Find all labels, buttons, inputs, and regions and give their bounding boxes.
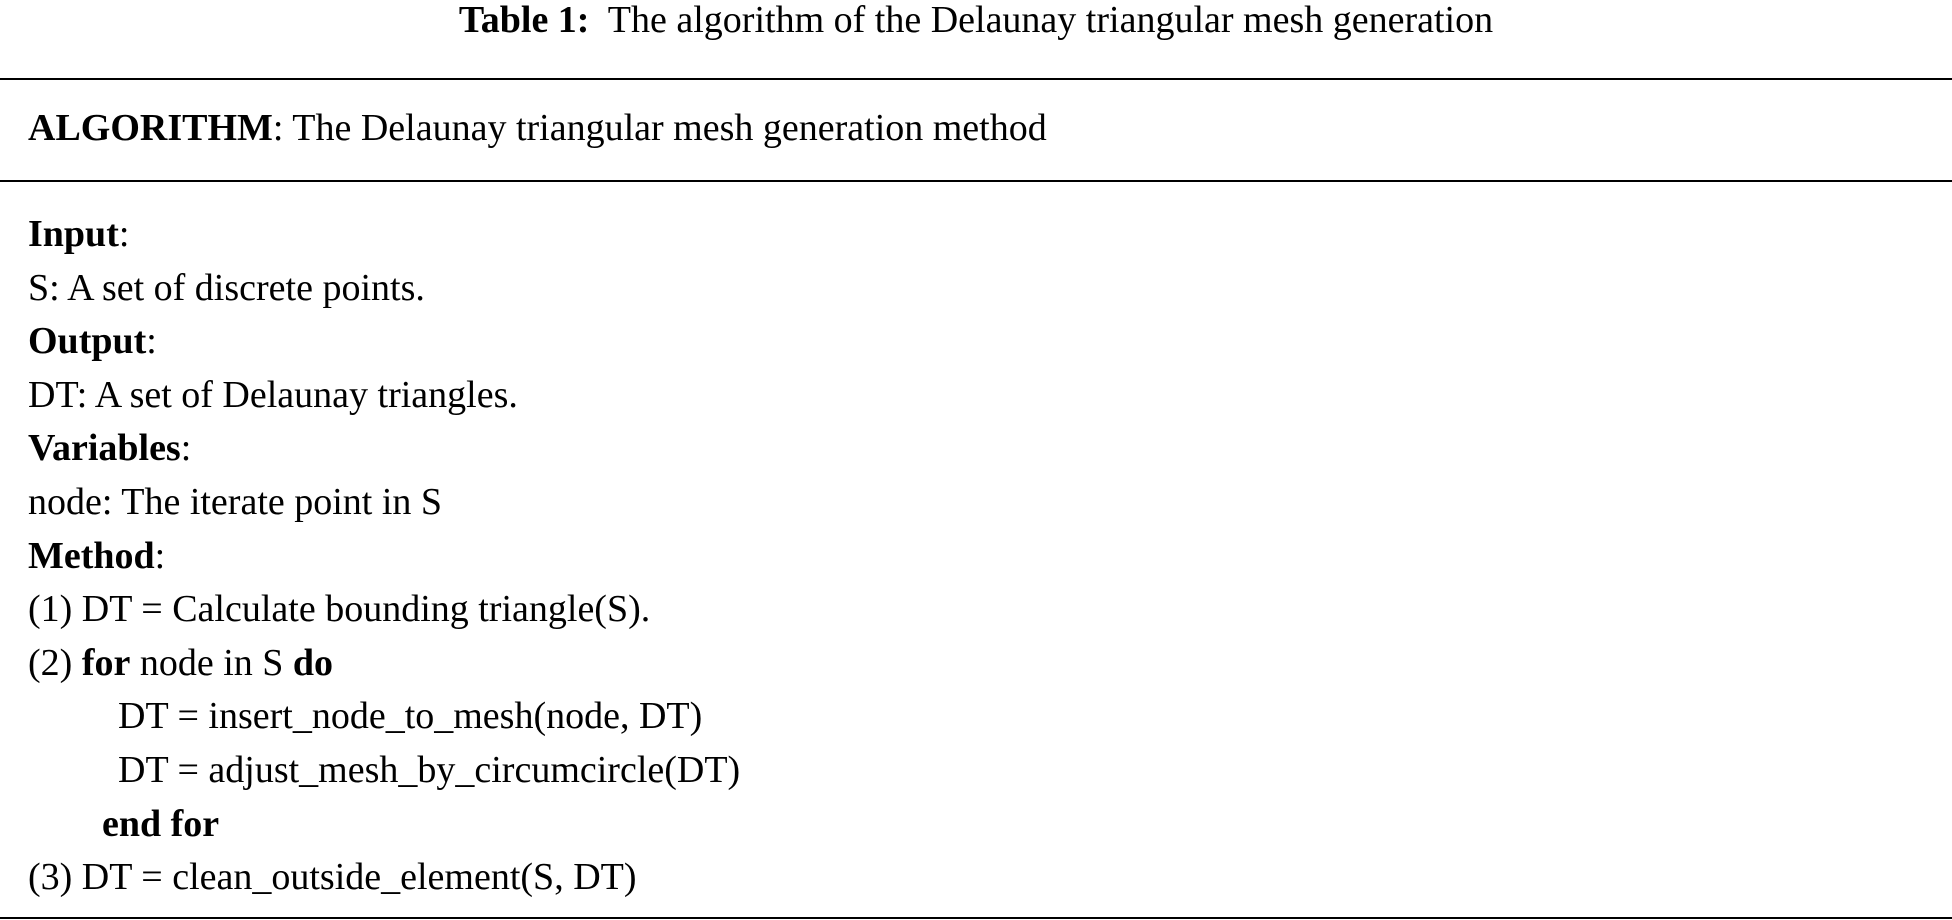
step-2-prefix: (2) — [28, 641, 82, 684]
input-heading: Input — [28, 213, 119, 255]
output-heading: Output — [28, 320, 147, 363]
step-2-middle: node in S — [130, 641, 293, 684]
table-bottom-rule — [0, 917, 1952, 919]
for-keyword: for — [81, 641, 131, 684]
table-top-rule — [0, 78, 1952, 80]
method-heading: Method — [28, 534, 155, 577]
algorithm-title: : The Delaunay triangular mesh generatio… — [272, 107, 1047, 149]
loop-line-adjust: DT = adjust_mesh_by_circumcircle(DT) — [118, 748, 741, 791]
table-caption: Table 1: The algorithm of the Delaunay t… — [0, 0, 1952, 40]
step-2: (2) for node in S do — [28, 637, 740, 691]
do-keyword: do — [292, 641, 334, 684]
caption-text: The algorithm of the Delaunay triangular… — [607, 0, 1494, 41]
step-1: (1) DT = Calculate bounding triangle(S). — [28, 588, 651, 631]
algorithm-body: Input: S: A set of discrete points. Outp… — [28, 208, 740, 905]
variables-text: node: The iterate point in S — [28, 480, 443, 523]
end-for-keyword: end for — [102, 802, 220, 845]
output-heading-suffix: : — [146, 320, 157, 363]
output-text: DT: A set of Delaunay triangles. — [28, 373, 518, 416]
step-3: (3) DT = clean_outside_element(S, DT) — [28, 856, 637, 899]
caption-label: Table 1: — [458, 0, 590, 41]
input-heading-line: Input: — [28, 208, 740, 262]
method-heading-line: Method: — [28, 530, 740, 584]
method-heading-suffix: : — [154, 534, 166, 577]
input-text: S: A set of discrete points. — [28, 266, 425, 309]
output-heading-line: Output: — [28, 315, 740, 369]
loop-line-insert: DT = insert_node_to_mesh(node, DT) — [118, 695, 703, 738]
variables-heading: Variables — [28, 427, 181, 470]
variables-heading-line: Variables: — [28, 422, 740, 476]
table-header-rule — [0, 180, 1952, 182]
input-heading-suffix: : — [118, 213, 130, 255]
algorithm-header: ALGORITHM: The Delaunay triangular mesh … — [28, 104, 1047, 152]
variables-heading-suffix: : — [180, 427, 192, 470]
algorithm-keyword: ALGORITHM — [28, 107, 273, 149]
